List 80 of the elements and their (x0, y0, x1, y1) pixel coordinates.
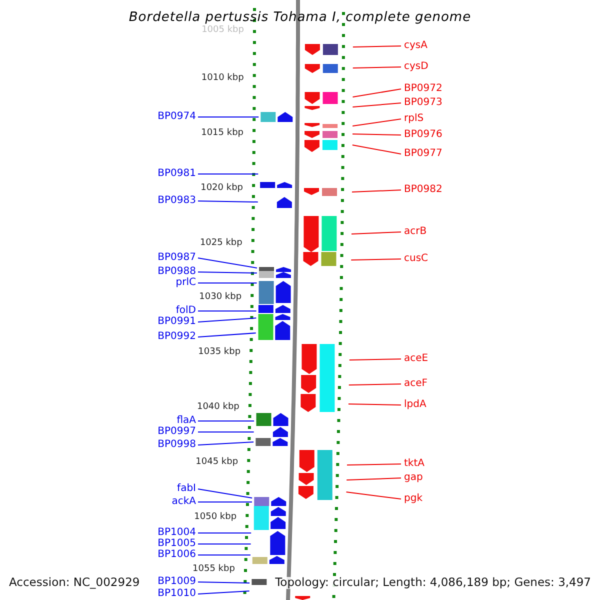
leader-line (198, 200, 258, 202)
leader-line (198, 442, 254, 446)
gene-label: BP0988 (158, 267, 196, 277)
leader-line (346, 464, 402, 466)
gene-label: BP0973 (404, 98, 442, 108)
leader-line (198, 590, 250, 594)
gene-label: BP0992 (158, 332, 196, 342)
gene-label: folD (176, 306, 196, 316)
leader-line (198, 582, 250, 584)
gene-label: BP1005 (158, 539, 196, 549)
scale-label: 1005 kbp (202, 26, 244, 35)
leader-line (198, 532, 252, 534)
accession-text: Accession: NC_002929 (9, 577, 140, 588)
scale-label: 1030 kbp (199, 293, 242, 302)
leader-line (198, 258, 258, 268)
leader-line (352, 102, 402, 108)
gene-label: tktA (404, 459, 424, 469)
leader-line (198, 318, 257, 322)
scale-label: 1015 kbp (201, 129, 244, 138)
leader-line (198, 282, 258, 284)
gene-label: cysA (404, 41, 428, 51)
gene-label: cysD (404, 62, 428, 72)
gene-label: acrB (404, 227, 427, 237)
gene-label: ackA (172, 497, 196, 507)
gene-label: cusC (404, 254, 428, 264)
gene-label: BP1006 (158, 550, 196, 560)
leader-line (351, 190, 402, 192)
scale-label: 1025 kbp (200, 239, 242, 248)
gene-label: BP0991 (158, 317, 196, 327)
gene-label: BP0997 (158, 427, 196, 437)
leader-line (346, 478, 402, 480)
gene-label: rplS (404, 114, 424, 124)
scale-label: 1045 kbp (196, 458, 238, 467)
gene-label: BP0983 (158, 196, 196, 206)
leader-line (352, 118, 402, 126)
gene-label: BP0972 (404, 84, 442, 94)
gene-label: fabI (177, 484, 196, 494)
genome-info-text: Topology: circular; Length: 4,086,189 bp; Genes: 3,497 (275, 577, 591, 588)
gene-label: BP0987 (158, 253, 196, 263)
gene-label: pgk (404, 494, 422, 504)
gene-label: BP0976 (404, 130, 442, 140)
gene-label: BP1004 (158, 528, 196, 538)
leader-line (198, 488, 253, 498)
scale-label: 1055 kbp (192, 565, 235, 574)
scale-label: 1040 kbp (196, 403, 240, 412)
scale-label: 1050 kbp (194, 513, 237, 522)
leader-line (350, 232, 402, 234)
leader-line (352, 144, 402, 154)
scale-label: 1010 kbp (201, 74, 244, 83)
leader-line (198, 310, 257, 312)
gene-label: aceF (404, 379, 428, 389)
gene-label: prlC (176, 278, 196, 288)
leader-line (352, 88, 402, 98)
gene-label: BP0981 (158, 169, 196, 179)
gene-label: BP0974 (158, 112, 196, 122)
leader-line (352, 66, 402, 68)
gene-label: BP0998 (158, 440, 196, 450)
leader-line (198, 554, 251, 556)
scale-label: 1035 kbp (198, 348, 241, 357)
leader-line (352, 134, 402, 136)
gene-label: BP1010 (158, 589, 196, 599)
leader-line (346, 492, 402, 500)
leader-line (198, 332, 256, 338)
gene-label: BP1009 (158, 577, 196, 587)
gene-label: BP0977 (404, 149, 442, 159)
gene-label: aceE (404, 354, 428, 364)
leader-line (198, 116, 260, 118)
leader-line (348, 404, 402, 406)
gene-label: flaA (176, 416, 196, 426)
gene-label: gap (404, 473, 423, 483)
scale-label: 1020 kbp (200, 184, 244, 193)
gene-label: BP0982 (404, 185, 442, 195)
leader-line (198, 420, 255, 422)
title: Bordetella pertussis Tohama I, complete genome (128, 11, 472, 24)
leader-line (348, 384, 402, 386)
leader-line (198, 272, 258, 274)
leader-line (348, 358, 402, 360)
gene-label: lpdA (404, 400, 426, 410)
leader-line (352, 46, 402, 48)
leader-line (350, 258, 402, 260)
